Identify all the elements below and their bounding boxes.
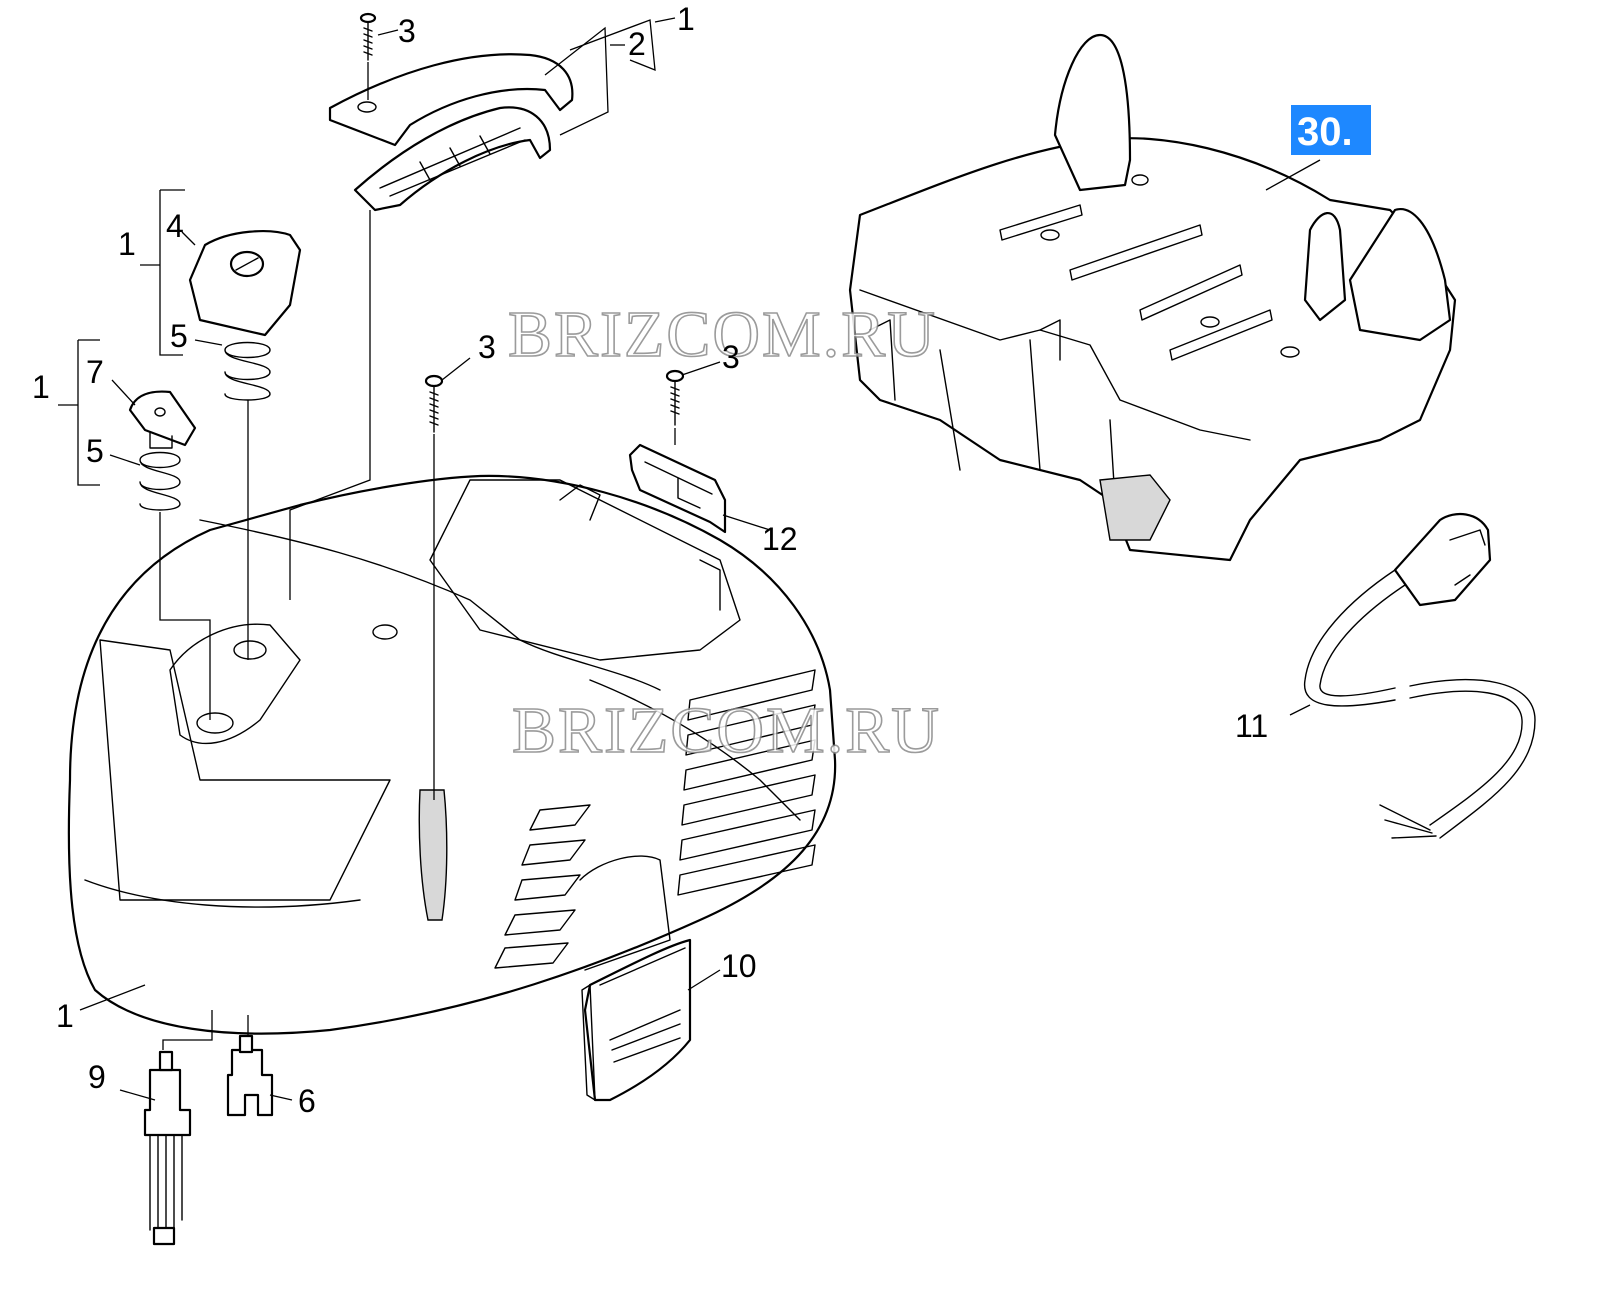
callout-3-top: 3: [398, 13, 416, 49]
callout-6-plug: 6: [298, 1083, 316, 1119]
callout-3-middle: 3: [478, 329, 496, 365]
callout-1-housing: 1: [56, 998, 74, 1034]
callout-1-knob-group: 1: [118, 226, 136, 262]
watermark-bottom: BRIZCOM.RU: [512, 694, 941, 767]
screw-right: [665, 369, 685, 426]
knob-cap: [188, 230, 302, 337]
main-housing: [67, 474, 837, 1035]
base-unit: [848, 33, 1457, 562]
spring-lower: [139, 451, 181, 511]
carry-handle: [328, 53, 574, 212]
watermark-top: BRIZCOM.RU: [508, 298, 937, 371]
callout-1-valve-group: 1: [32, 369, 50, 405]
leader-lines: [58, 17, 1321, 1101]
spring-upper: [224, 341, 271, 401]
callout-4-knob: 4: [166, 208, 184, 244]
switch-cover: [581, 938, 692, 1102]
callout-7-valve-cap: 7: [86, 354, 104, 390]
callout-9-connector: 9: [88, 1059, 106, 1095]
callout-1-handle: 1: [677, 1, 695, 37]
callout-2-handle: 2: [628, 26, 646, 62]
cable-connector-9: [143, 1050, 192, 1246]
callout-11-cord: 11: [1235, 708, 1268, 744]
callout-3-right: 3: [722, 339, 740, 375]
callout-10-switch-cover: 10: [721, 948, 757, 984]
callout-5-upper-spring: 5: [170, 318, 188, 354]
callout-5-lower-spring: 5: [86, 433, 104, 469]
side-vents-right: [677, 669, 816, 896]
side-vents-left: [494, 804, 591, 969]
valve-cap: [128, 390, 197, 449]
clip-part: [628, 443, 727, 534]
screw-middle: [424, 374, 444, 433]
power-cord: [1303, 512, 1536, 839]
page-badge-text: 30.: [1297, 110, 1353, 154]
page-badge: 30.: [1291, 105, 1371, 155]
callout-12-clip: 12: [762, 521, 798, 557]
screw-top: [359, 12, 377, 61]
plug-connector-6: [226, 1034, 274, 1117]
